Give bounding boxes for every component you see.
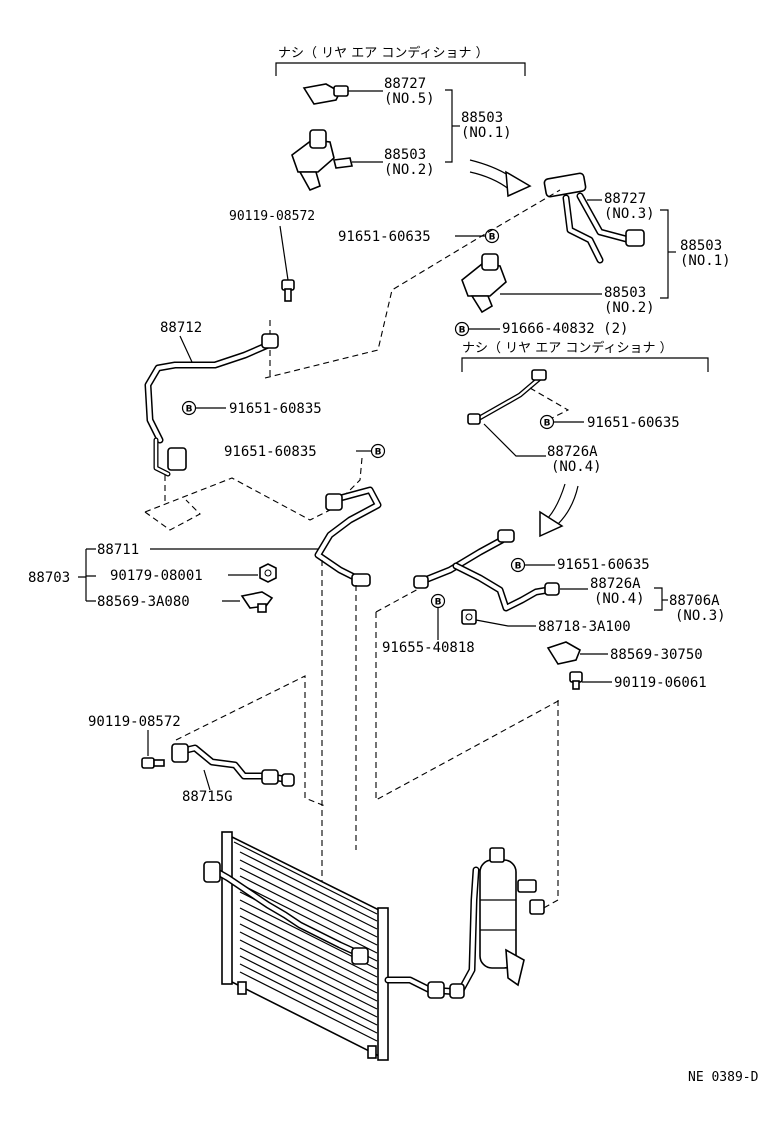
- part-88726A-no4-pipe-a[interactable]: [467, 369, 547, 425]
- svg-text:B: B: [435, 598, 442, 608]
- label-90119-08572-b: 90119-08572: [88, 714, 181, 730]
- part-90119-06061-bolt[interactable]: [569, 671, 583, 690]
- condenser[interactable]: [203, 831, 389, 1061]
- label-91666-40832: 91666-40832 (2): [502, 321, 628, 337]
- marker-b-91651-60635-a: B: [484, 228, 500, 244]
- label-91651-60835-b: 91651-60835: [224, 444, 317, 460]
- marker-b-91651-60635-c: B: [510, 557, 526, 573]
- label-91655-40818: 91655-40818: [382, 640, 475, 656]
- label-88503-no2-no: (NO.2): [384, 162, 435, 178]
- svg-text:B: B: [544, 419, 551, 429]
- svg-text:B: B: [515, 562, 522, 572]
- part-90119-08572-bolt-a[interactable]: [281, 279, 295, 302]
- bracket-88703: [78, 548, 96, 602]
- label-88726A-a-no: (NO.4): [551, 459, 602, 475]
- part-88503-no2-valve-right[interactable]: [461, 253, 507, 314]
- condenser-outlet-pipe[interactable]: [384, 866, 480, 999]
- label-88727-no3-no: (NO.3): [604, 206, 655, 222]
- part-90179-08001-nut[interactable]: [259, 563, 277, 583]
- label-88703: 88703: [28, 570, 70, 586]
- arrow-top: [469, 159, 532, 198]
- label-88503-no1-no: (NO.1): [461, 125, 512, 141]
- arrow-middle: [539, 483, 579, 538]
- label-88718-3A100: 88718-3A100: [538, 619, 631, 635]
- label-88503-no1: 88503: [461, 110, 503, 126]
- top-bracket-title: ナシ（ リヤ エア コンディショナ ）: [278, 45, 489, 61]
- label-91651-60835-a: 91651-60835: [229, 401, 322, 417]
- svg-text:B: B: [186, 405, 193, 415]
- label-88503-no1-right-no: (NO.1): [680, 253, 731, 269]
- receiver-dryer[interactable]: [479, 847, 545, 987]
- part-88727-no5[interactable]: [302, 83, 349, 105]
- label-91651-60635-c: 91651-60635: [557, 557, 650, 573]
- label-88706A: 88706A: [669, 593, 720, 609]
- label-88726A-a: 88726A: [547, 444, 598, 460]
- part-88727-no3-pipe[interactable]: [543, 172, 645, 264]
- dash-box-right: [375, 612, 561, 801]
- label-88715G: 88715G: [182, 789, 233, 805]
- label-90119-06061: 90119-06061: [614, 675, 707, 691]
- dash-88715G: [175, 675, 326, 807]
- mid-bracket-line: [461, 357, 709, 372]
- part-88715G-pipe[interactable]: [171, 743, 295, 787]
- marker-b-91651-60635-b: B: [539, 414, 555, 430]
- part-88503-no2-valve[interactable]: [291, 129, 353, 192]
- label-88726A-b: 88726A: [590, 576, 641, 592]
- label-88711: 88711: [97, 542, 139, 558]
- bracket-88503-no1-right: [660, 209, 669, 299]
- part-88711-pipe[interactable]: [314, 486, 382, 587]
- part-88569-30750-sensor[interactable]: [546, 641, 582, 665]
- label-88712: 88712: [160, 320, 202, 336]
- part-90119-08572-bolt-b[interactable]: [141, 757, 165, 769]
- label-88727-no5: 88727: [384, 76, 426, 92]
- label-90119-08572-a: 90119-08572: [229, 209, 315, 224]
- part-88718-3A100-clamp[interactable]: [461, 609, 477, 625]
- marker-b-91666-40832: B: [454, 321, 470, 337]
- part-88569-3A080-sensor[interactable]: [240, 591, 274, 613]
- svg-text:B: B: [489, 233, 496, 243]
- label-90179-08001: 90179-08001: [110, 568, 203, 584]
- marker-b-91651-60835-a: B: [181, 400, 197, 416]
- part-88712-hose[interactable]: [144, 333, 279, 477]
- label-88569-3A080: 88569-3A080: [97, 594, 190, 610]
- label-88503-no2-right-no: (NO.2): [604, 300, 655, 316]
- svg-text:B: B: [459, 326, 466, 336]
- label-88569-30750: 88569-30750: [610, 647, 703, 663]
- label-91651-60635-a: 91651-60635: [338, 229, 431, 245]
- svg-text:B: B: [375, 448, 382, 458]
- label-91651-60635-b: 91651-60635: [587, 415, 680, 431]
- top-bracket-line: [275, 62, 526, 76]
- bracket-88503-no1: [445, 89, 453, 163]
- marker-b-91651-60835-b: B: [370, 443, 386, 459]
- label-88727-no3: 88727: [604, 191, 646, 207]
- label-88503-no2-right: 88503: [604, 285, 646, 301]
- label-88503-no2: 88503: [384, 147, 426, 163]
- label-88727-no5-no: (NO.5): [384, 91, 435, 107]
- dash-box-upper: [144, 477, 331, 521]
- marker-b-91655-40818: B: [430, 593, 446, 609]
- part-88706A-no3-pipe[interactable]: [413, 529, 560, 612]
- mid-bracket-title: ナシ（ リヤ エア コンディショナ ）: [462, 340, 673, 356]
- footer-code: NE 0389-D: [688, 1070, 759, 1085]
- label-88706A-no: (NO.3): [675, 608, 726, 624]
- label-88726A-b-no: (NO.4): [594, 591, 645, 607]
- label-88503-no1-right: 88503: [680, 238, 722, 254]
